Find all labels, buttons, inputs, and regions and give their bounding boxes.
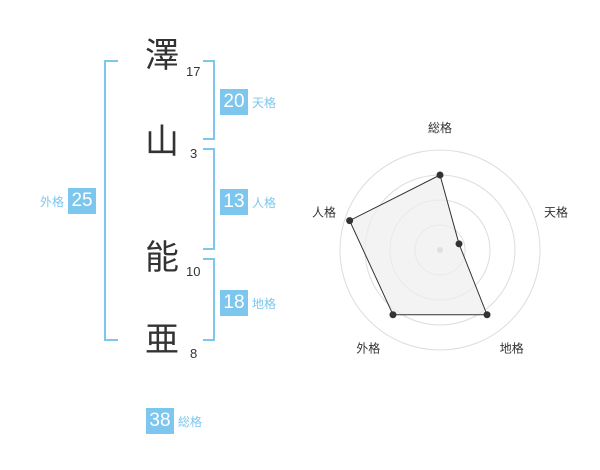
radar-point-5 (346, 217, 354, 225)
soukaku-value: 38 (146, 408, 174, 434)
chikaku-label: 地格 (252, 296, 277, 311)
tenkaku-value: 20 (220, 89, 248, 115)
radar-polygon (348, 174, 488, 316)
tenkaku-fortune: 20 天格 (220, 89, 277, 115)
chikaku-value: 18 (220, 290, 248, 316)
gaikaku-bracket (104, 60, 118, 341)
radar-axis-label-4: 外格 (356, 341, 380, 356)
tenkaku-label: 天格 (252, 95, 277, 110)
name-char-1: 澤 (145, 36, 179, 76)
radar-point-2 (455, 240, 463, 248)
tenkaku-bracket (203, 60, 215, 140)
radar-point-1 (436, 171, 444, 179)
soukaku-label: 総格 (178, 414, 203, 429)
chikaku-bracket (203, 258, 215, 341)
jinkaku-label: 人格 (252, 195, 277, 210)
radar-axis-label-2: 天格 (544, 204, 568, 219)
stroke-count-4: 8 (190, 346, 198, 361)
jinkaku-bracket (203, 148, 215, 250)
gaikaku-fortune: 外格 25 (40, 188, 97, 214)
soukaku-fortune: 38 総格 (146, 408, 203, 434)
stroke-count-1: 17 (186, 64, 201, 79)
radar-axis-label-1: 総格 (428, 120, 452, 135)
name-char-3: 能 (145, 238, 179, 278)
stroke-count-2: 3 (190, 146, 198, 161)
radar-axis-label-3: 地格 (500, 341, 524, 356)
gaikaku-label: 外格 (40, 194, 65, 209)
radar-axis-label-5: 人格 (312, 204, 336, 219)
radar-ring-4 (339, 149, 541, 351)
name-char-2: 山 (145, 122, 179, 162)
stroke-count-3: 10 (186, 264, 201, 279)
name-char-4: 亜 (145, 320, 179, 360)
gaikaku-value: 25 (68, 188, 97, 214)
jinkaku-value: 13 (220, 189, 248, 215)
radar-point-4 (389, 311, 397, 319)
jinkaku-fortune: 13 人格 (220, 189, 277, 215)
radar-point-3 (483, 311, 491, 319)
chikaku-fortune: 18 地格 (220, 290, 277, 316)
